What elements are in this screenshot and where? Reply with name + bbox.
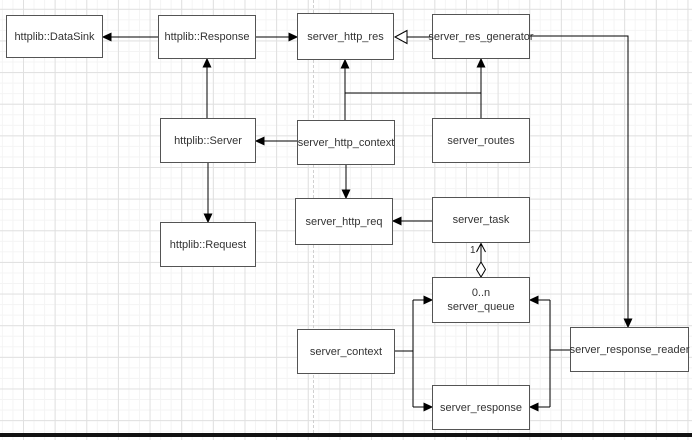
edge-response-to-http-res[interactable] [256,32,299,42]
node-server-context[interactable]: server_context [297,329,395,374]
node-label: httplib::Server [174,134,242,147]
node-label: server_http_context [297,136,395,149]
node-label: server_routes [447,134,515,147]
edge-res-generator-to-response-reader[interactable] [530,35,633,329]
edge-http-context-to-server[interactable] [254,136,297,146]
edge-task-to-http-req[interactable] [391,216,432,226]
node-label: server_task [452,214,510,226]
node-label: server_response [440,401,522,414]
node-server-queue[interactable]: 0..n server_queue [432,277,530,323]
node-server-http-context[interactable]: server_http_context [297,120,395,165]
node-httplib-response[interactable]: httplib::Response [158,15,256,59]
node-label: httplib::Request [169,238,247,251]
node-server-http-res[interactable]: server_http_res [297,13,394,60]
node-httplib-server[interactable]: httplib::Server [160,118,256,163]
edge-response-to-datasink[interactable] [101,32,158,42]
node-label: server_context [309,345,383,358]
node-server-response-reader[interactable]: server_response_reader [570,327,689,372]
node-label: server_queue [447,301,515,313]
edge-http-context-to-http-req[interactable] [341,165,351,200]
window-bottom-bar [0,433,692,437]
queue-multiplicity: 0..n [471,287,491,299]
node-label: server_http_res [307,30,384,43]
node-label: server_res_generator [428,30,534,43]
node-server-task[interactable]: server_task [432,197,530,243]
node-label: httplib::Response [164,31,250,43]
edge-server-to-request[interactable] [203,163,213,224]
node-server-routes[interactable]: server_routes [432,118,530,163]
node-label: server_http_req [305,215,383,228]
node-httplib-datasink[interactable]: httplib::DataSink [6,15,103,58]
node-server-http-req[interactable]: server_http_req [295,198,393,245]
aggregation-multiplicity-label: 1 [470,245,476,256]
node-httplib-request[interactable]: httplib::Request [160,222,256,267]
edge-context-to-queue-and-response[interactable] [395,295,434,412]
edge-reader-to-queue-and-response[interactable] [528,295,570,412]
node-label: httplib::DataSink [14,30,95,43]
node-label: server_response_reader [569,343,690,356]
edge-server-to-response[interactable] [202,57,212,118]
edge-routes-to-res-generator[interactable] [476,57,486,118]
node-server-res-generator[interactable]: server_res_generator [428,14,534,59]
edge-res-generator-generalizes-http-res[interactable] [393,29,432,45]
edge-queue-aggregates-task[interactable] [475,242,487,278]
node-server-response[interactable]: server_response [432,385,530,430]
edge-http-context-to-http-res[interactable] [340,58,350,120]
